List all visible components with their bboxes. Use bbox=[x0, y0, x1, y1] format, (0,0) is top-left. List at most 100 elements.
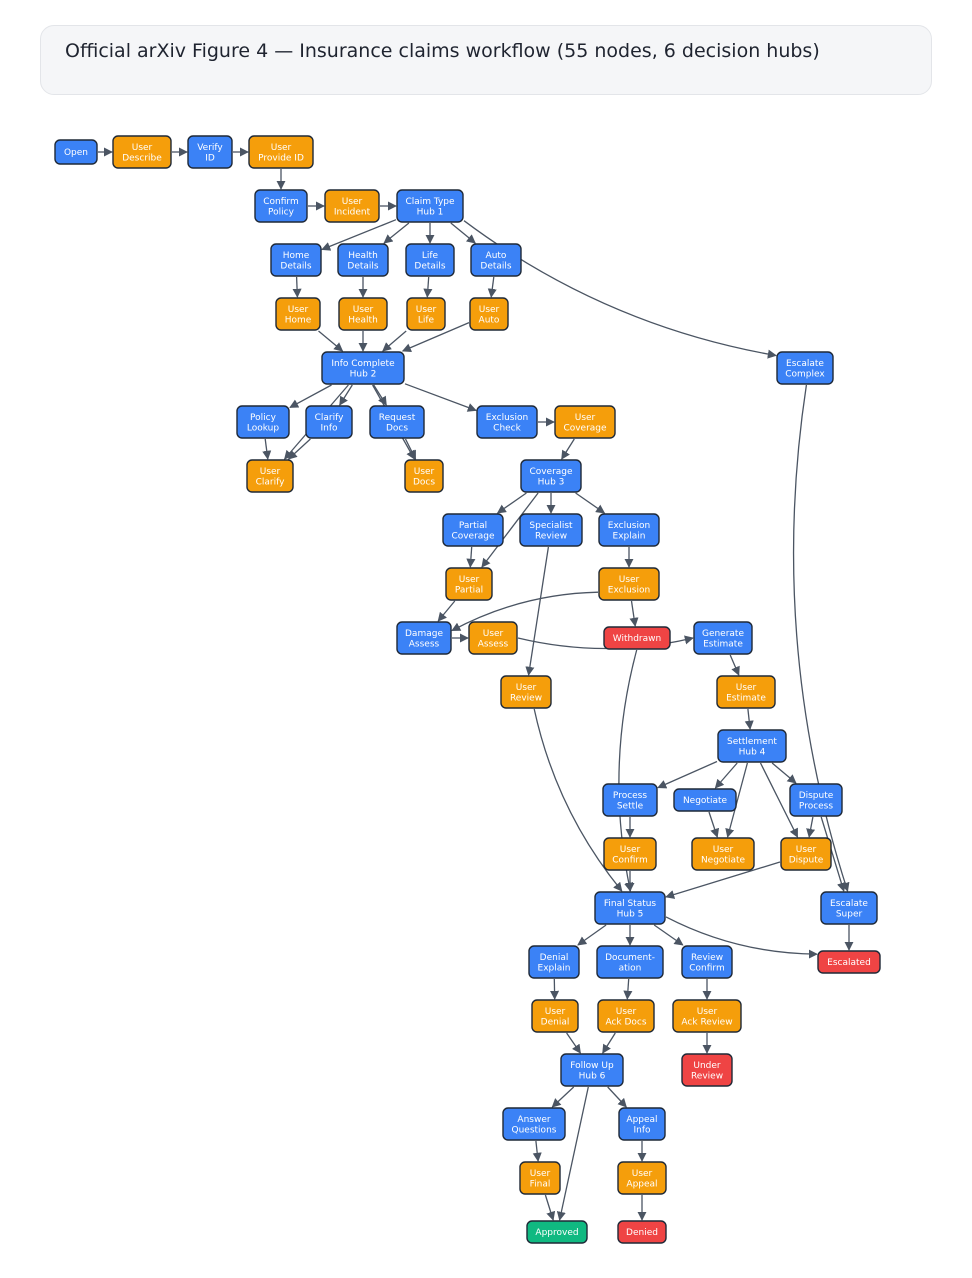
edge-user-auto-to-info-complete-hub bbox=[401, 322, 470, 352]
node-user-review-label-0: User bbox=[516, 683, 537, 693]
node-verify-id-label-1: ID bbox=[205, 153, 215, 163]
node-escalate-complex-box bbox=[776, 351, 834, 385]
node-user-health-box bbox=[338, 297, 388, 331]
edge-user-home-to-info-complete-hub bbox=[318, 330, 344, 352]
node-open-box bbox=[54, 139, 98, 165]
node-user-appeal-label-0: User bbox=[632, 1169, 653, 1179]
node-denial-explain-label-0: Denial bbox=[540, 953, 569, 963]
node-policy-lookup-box bbox=[236, 405, 290, 439]
node-user-clarify-label-1: Clarify bbox=[256, 477, 286, 487]
node-life-details-label-1: Details bbox=[414, 261, 446, 271]
node-auto-details-box bbox=[470, 243, 522, 277]
edge-request-docs-to-user-docs bbox=[404, 438, 417, 460]
node-confirm-policy-box bbox=[254, 189, 308, 223]
edge-coverage-hub-to-user-partial bbox=[481, 492, 539, 568]
node-user-partial-label-0: User bbox=[459, 575, 480, 585]
edge-escalate-complex-to-escalate-super bbox=[792, 384, 850, 892]
node-process-settle-box bbox=[602, 783, 658, 817]
node-info-complete-hub-label-1: Hub 2 bbox=[350, 369, 377, 379]
node-generate-estimate-label-1: Estimate bbox=[703, 639, 743, 649]
node-exclusion-explain-label-1: Explain bbox=[613, 531, 646, 541]
edge-negotiate-to-user-negotiate bbox=[708, 811, 720, 838]
node-user-ack-review-label-0: User bbox=[697, 1007, 718, 1017]
node-clarify-info-box bbox=[305, 405, 353, 439]
node-user-health-label-0: User bbox=[353, 305, 374, 315]
node-claim-type-hub-label-0: Claim Type bbox=[405, 197, 455, 207]
node-user-dispute-label-1: Dispute bbox=[789, 855, 824, 865]
node-user-describe-label-0: User bbox=[132, 143, 153, 153]
node-user-clarify-box bbox=[246, 459, 294, 493]
node-approved: Approved bbox=[526, 1220, 588, 1244]
node-withdrawn-label-0: Withdrawn bbox=[613, 634, 661, 644]
node-user-assess-label-0: User bbox=[483, 629, 504, 639]
edge-dispute-process-to-user-dispute bbox=[806, 816, 816, 838]
node-user-docs-label-0: User bbox=[414, 467, 435, 477]
edge-user-exclusion-to-damage-assess bbox=[451, 591, 599, 632]
node-open-label-0: Open bbox=[64, 148, 88, 158]
node-user-life-label-1: Life bbox=[418, 315, 435, 325]
edge-info-complete-hub-to-exclusion-check bbox=[404, 383, 477, 412]
node-user-partial-box bbox=[445, 567, 493, 601]
node-negotiate-box bbox=[673, 788, 737, 812]
node-open: Open bbox=[54, 139, 98, 165]
node-user-assess-label-1: Assess bbox=[478, 639, 509, 649]
edge-follow-up-hub-to-answer-questions bbox=[551, 1086, 575, 1108]
node-user-confirm-box bbox=[603, 837, 657, 871]
edge-home-details-to-user-home bbox=[292, 276, 302, 298]
node-generate-estimate-box bbox=[693, 621, 753, 655]
node-user-ack-review-box bbox=[672, 999, 742, 1033]
edge-settlement-hub-to-dispute-process bbox=[771, 762, 797, 784]
node-auto-details-label-0: Auto bbox=[486, 251, 507, 261]
node-confirm-policy-label-0: Confirm bbox=[263, 197, 298, 207]
node-review-confirm-label-1: Confirm bbox=[689, 963, 724, 973]
node-policy-lookup-label-1: Lookup bbox=[247, 423, 280, 433]
node-verify-id-label-0: Verify bbox=[197, 143, 223, 153]
node-health-details-box bbox=[337, 243, 389, 277]
node-user-home-label-1: Home bbox=[285, 315, 312, 325]
node-settlement-hub-label-0: Settlement bbox=[727, 737, 777, 747]
node-user-auto-label-0: User bbox=[479, 305, 500, 315]
edge-policy-lookup-to-user-clarify bbox=[262, 438, 272, 460]
node-denied-box bbox=[617, 1220, 667, 1244]
node-request-docs-label-0: Request bbox=[379, 413, 416, 423]
node-user-incident-label-0: User bbox=[342, 197, 363, 207]
edge-generate-estimate-to-user-estimate bbox=[729, 654, 740, 676]
node-appeal-info-label-0: Appeal bbox=[626, 1115, 657, 1125]
node-life-details-label-0: Life bbox=[422, 251, 439, 261]
node-escalated-label-0: Escalated bbox=[827, 958, 871, 968]
node-verify-id-box bbox=[187, 135, 233, 169]
node-policy-lookup-label-0: Policy bbox=[250, 413, 277, 423]
node-coverage-hub-label-1: Hub 3 bbox=[538, 477, 565, 487]
edge-final-status-hub-to-review-confirm bbox=[653, 924, 684, 946]
node-user-coverage-box bbox=[554, 405, 616, 439]
node-user-review-box bbox=[500, 675, 552, 709]
node-approved-label-0: Approved bbox=[535, 1228, 578, 1238]
edge-documentation-to-user-ack-docs bbox=[623, 978, 633, 1000]
node-negotiate: Negotiate bbox=[673, 788, 737, 812]
node-user-exclusion-label-1: Exclusion bbox=[608, 585, 650, 595]
node-user-life-label-0: User bbox=[416, 305, 437, 315]
